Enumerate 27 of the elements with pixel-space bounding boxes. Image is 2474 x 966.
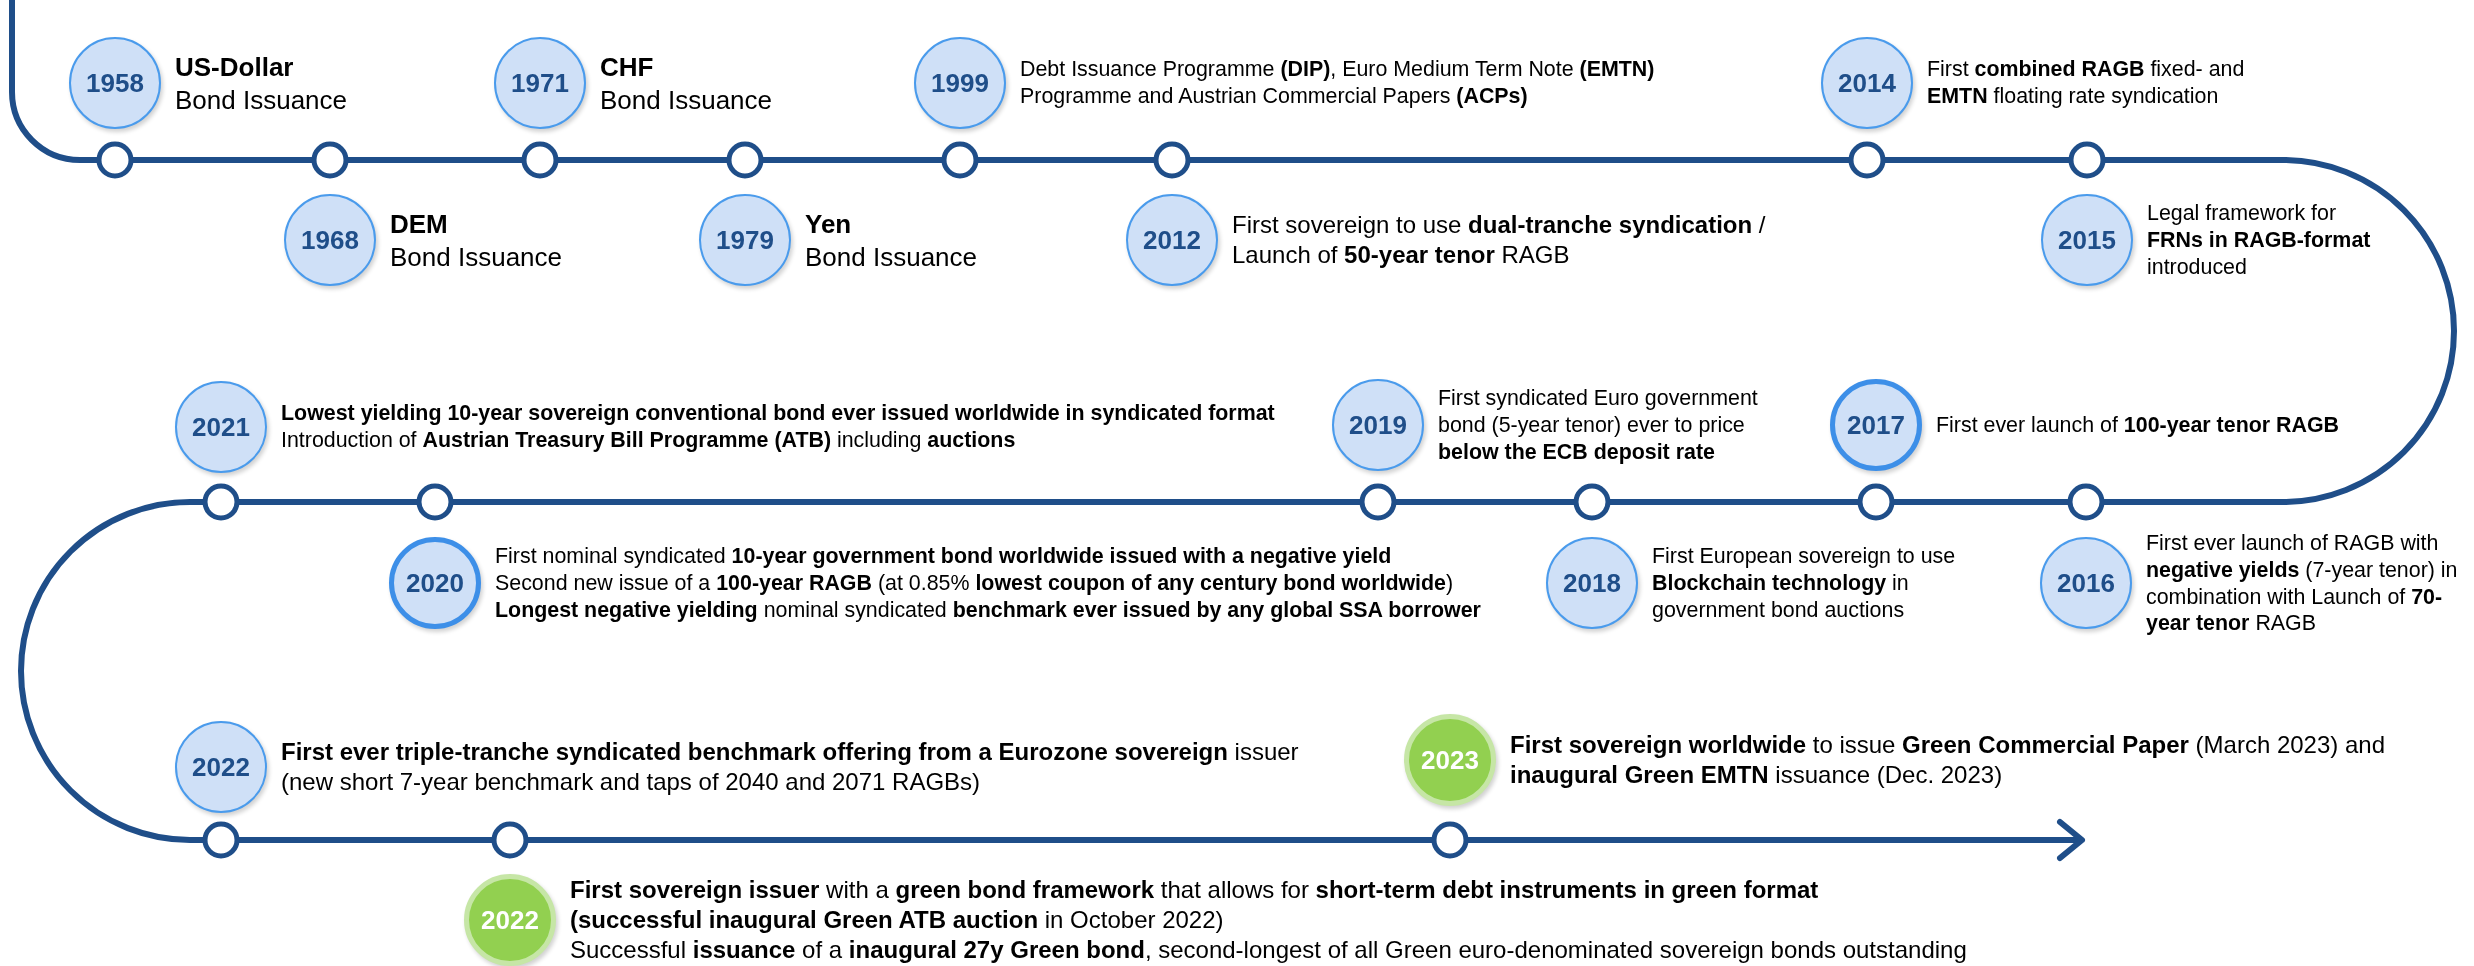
event-description: First ever launch of RAGB with negative yields (7-year tenor) in combination with Launch of 70-year tenor RAGB [2146,529,2459,637]
event-description: Bond Issuance [600,83,772,116]
event-description: (new short 7-year benchmark and taps of 2040 and 2071 RAGBs) [281,767,982,797]
event-description: US-Dollar [175,50,295,83]
event-description: Bond Issuance [175,83,347,116]
event-description: First European sovereign to use Blockchain technology in government bond auctions [1652,542,1957,624]
event-description: Lowest yielding 10-year sovereign conventional bond ever issued worldwide in syndicated format [281,400,1275,427]
event-description: Bond Issuance [390,240,562,273]
event-description: First sovereign to use dual-tranche syndication / Launch of 50-year tenor RAGB [1232,210,1767,270]
event-description: Yen [805,207,853,240]
event-description: Introduction of Austrian Treasury Bill Programme (ATB) including auctions [281,427,1017,454]
event-description: First ever triple-tranche syndicated benchmark offering from a Eurozone sovereign issuer [281,737,1299,767]
event-description: CHF [600,50,655,83]
event-description: Legal framework for FRNs in RAGB-format introduced [2147,199,2372,281]
event-description: Successful issuance of a inaugural 27y Green bond, second-longest of all Green euro-denominated sovereign bonds outstanding [570,935,1967,965]
event-description: Second new issue of a 100-year RAGB (at 0.85% lowest coupon of any century bond worldwide) [495,569,1455,597]
event-description: First sovereign issuer with a green bond framework that allows for short-term debt instruments in green format [570,875,1820,905]
event-description: Bond Issuance [805,240,977,273]
event-description: First nominal syndicated 10-year government bond worldwide issued with a negative yield [495,542,1393,570]
event-description: First syndicated Euro government bond (5-year tenor) ever to price below the ECB deposit rate [1438,384,1759,466]
event-description: Longest negative yielding nominal syndicated benchmark ever issued by any global SSA borrower [495,596,1481,624]
event-description: Debt Issuance Programme (DIP), Euro Medium Term Note (EMTN) Programme and Austrian Commercial Papers (ACPs) [1020,56,1656,110]
event-description: (successful inaugural Green ATB auction in October 2022) [570,905,1225,935]
event-description: DEM [390,207,449,240]
event-description: First combined RAGB fixed- and EMTN floating rate syndication [1927,56,2246,110]
event-description: First sovereign worldwide to issue Green Commercial Paper (March 2023) and inaugural Green EMTN issuance (Dec. 2023) [1510,730,2386,790]
event-description: First ever launch of 100-year tenor RAGB [1936,411,2339,439]
